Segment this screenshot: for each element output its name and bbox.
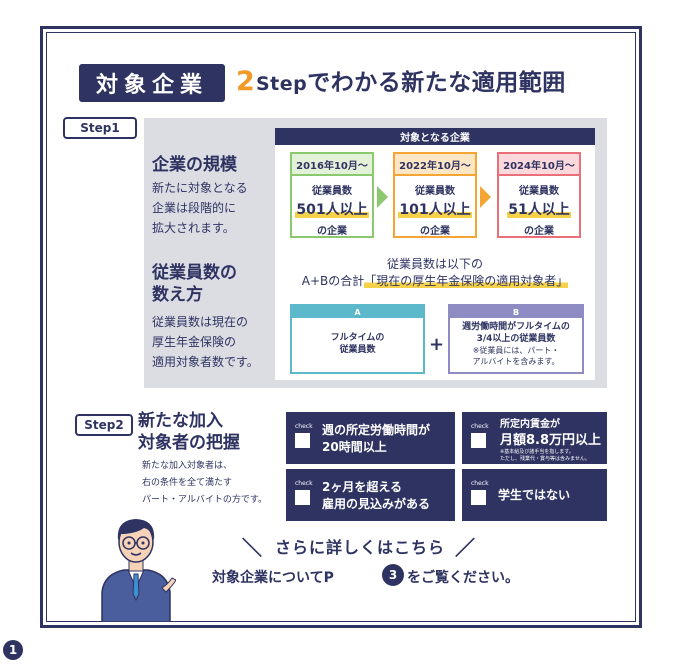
card-title: 対象となる企業	[275, 128, 595, 145]
phase-threshold: 51人以上	[507, 202, 571, 218]
count-body-line: 厚生年金保険の	[152, 335, 237, 349]
condition-student: check 学生ではない	[462, 469, 607, 521]
phase-line1: 従業員数	[519, 186, 559, 197]
more-info-text-b: をご覧ください。	[407, 570, 519, 586]
page-number: 1	[3, 640, 23, 660]
check-label: check	[471, 423, 489, 430]
check-label: check	[295, 480, 313, 487]
count-body-line: 適用対象者数です。	[152, 355, 259, 369]
box-b-tag: B	[450, 306, 582, 318]
condition-text: 週の所定労働時間が 20時間以上	[322, 422, 430, 456]
box-b-note2: アルバイトを含みます。	[472, 357, 560, 366]
arrow-right-icon	[480, 186, 491, 208]
count-body-line: 従業員数は現在の	[152, 315, 249, 329]
scale-body-line: 企業は段階的に	[152, 201, 237, 215]
page-title: Stepでわかる新たな適用範囲	[256, 61, 566, 106]
step2-heading: 新たな加入 対象者の把握	[138, 410, 240, 454]
count-intro: 従業員数は以下の A+Bの合計「現在の厚生年金保険の適用対象者」	[285, 256, 585, 290]
phase-line3: の企業	[420, 226, 450, 237]
count-heading-line: 数え方	[152, 285, 203, 305]
count-intro-highlight: 「現在の厚生年金保険の適用対象者」	[364, 274, 569, 288]
phase-line1: 従業員数	[312, 186, 352, 197]
scale-body-line: 拡大されます。	[152, 221, 235, 235]
phase-line1: 従業員数	[415, 186, 455, 197]
step2-heading-line: 対象者の把握	[138, 433, 240, 453]
step2-body-line: パート・アルバイトの方です。	[142, 495, 268, 505]
more-info-text-a: 対象企業についてP	[212, 570, 334, 586]
condition-line2: 20時間以上	[322, 440, 387, 454]
phase-date: 2022年10月〜	[395, 154, 475, 176]
count-intro-line1: 従業員数は以下の	[386, 257, 483, 271]
slash-left-icon: ＼	[242, 536, 262, 560]
box-a-line2: 従業員数	[339, 345, 376, 355]
check-label: check	[471, 480, 489, 487]
scale-heading: 企業の規模	[152, 155, 237, 175]
title-step-number: 2	[236, 66, 255, 97]
box-b-parttime: B 週労働時間がフルタイムの 3/4以上の従業員数 ※従業員には、パート・ アル…	[448, 304, 584, 374]
count-intro-line2: A+Bの合計「現在の厚生年金保険の適用対象者」	[285, 273, 585, 290]
step2-label: Step2	[75, 414, 133, 436]
condition-text: 所定内賃金が 月額8.8万円以上 ※基本給及び諸手当を指します。 ただし、残業代…	[500, 416, 601, 463]
phase-threshold: 501人以上	[295, 202, 369, 218]
condition-line2: 雇用の見込みがある	[322, 497, 431, 511]
condition-line1: 学生ではない	[498, 488, 571, 502]
phase-line3: の企業	[317, 226, 347, 237]
phase-line3: の企業	[524, 226, 554, 237]
count-intro-formula: A+Bの合計	[301, 274, 365, 288]
more-info-title: さらに詳しくはこちら	[275, 538, 446, 557]
count-body: 従業員数は現在の 厚生年金保険の 適用対象者数です。	[152, 312, 259, 372]
phase-threshold: 101人以上	[398, 202, 472, 218]
scale-body-line: 新たに対象となる	[152, 181, 248, 195]
arrow-right-icon	[377, 186, 388, 208]
phase-line2: 101人以上	[395, 199, 475, 219]
condition-line2: 月額8.8万円以上	[500, 433, 602, 448]
page-reference[interactable]: 3	[382, 564, 404, 586]
businessman-illustration	[101, 519, 176, 622]
step2-body-line: 新たな加入対象者は、	[142, 461, 233, 471]
phase-date: 2024年10月〜	[499, 154, 579, 176]
page-frame-inner	[46, 32, 636, 622]
condition-line1: 2ヶ月を超える	[322, 480, 402, 494]
condition-note1: ※基本給及び諸手当を指します。	[500, 449, 574, 455]
phase-date: 2016年10月〜	[292, 154, 372, 176]
condition-line1: 週の所定労働時間が	[322, 423, 431, 437]
phase-2022: 2022年10月〜 従業員数 101人以上 の企業	[393, 152, 477, 238]
slash-right-icon: ／	[455, 536, 475, 560]
box-a-fulltime: A フルタイムの 従業員数	[290, 304, 425, 374]
condition-employment: check 2ヶ月を超える 雇用の見込みがある	[286, 469, 455, 521]
phase-line2: 501人以上	[292, 199, 372, 219]
plus-icon: +	[429, 334, 445, 355]
count-heading-line: 従業員数の	[152, 263, 237, 283]
title-badge: 対象企業	[79, 64, 225, 102]
check-label: check	[295, 423, 313, 430]
condition-text: 学生ではない	[498, 487, 570, 504]
checkbox-icon	[471, 490, 486, 505]
scale-body: 新たに対象となる 企業は段階的に 拡大されます。	[152, 178, 248, 238]
checkbox-icon	[295, 433, 310, 448]
step1-label: Step1	[63, 117, 137, 139]
condition-wage: check 所定内賃金が 月額8.8万円以上 ※基本給及び諸手当を指します。 た…	[462, 412, 607, 464]
step2-body-line: 右の条件を全て満たす	[142, 478, 233, 488]
count-heading: 従業員数の 数え方	[152, 262, 237, 306]
checkbox-icon	[295, 490, 310, 505]
box-a-line1: フルタイムの	[330, 333, 385, 343]
phase-line2: 51人以上	[499, 199, 579, 219]
checkbox-icon	[471, 433, 486, 448]
box-b-line1: 週労働時間がフルタイムの	[462, 322, 570, 332]
condition-text: 2ヶ月を超える 雇用の見込みがある	[322, 479, 430, 513]
box-b-line2: 3/4以上の従業員数	[476, 334, 556, 344]
phase-2024: 2024年10月〜 従業員数 51人以上 の企業	[497, 152, 581, 238]
condition-hours: check 週の所定労働時間が 20時間以上	[286, 412, 455, 464]
condition-note2: ただし、残業代・賞与等は含みません。	[500, 456, 590, 462]
box-a-tag: A	[292, 306, 423, 318]
step2-body: 新たな加入対象者は、 右の条件を全て満たす パート・アルバイトの方です。	[142, 458, 267, 509]
title-text: でわかる新たな適用範囲	[307, 70, 566, 96]
condition-line1: 所定内賃金が	[500, 419, 560, 430]
phase-2016: 2016年10月〜 従業員数 501人以上 の企業	[290, 152, 374, 238]
title-step-word: Step	[256, 73, 308, 95]
step2-heading-line: 新たな加入	[138, 411, 223, 431]
box-b-note1: ※従業員には、パート・	[472, 346, 560, 355]
